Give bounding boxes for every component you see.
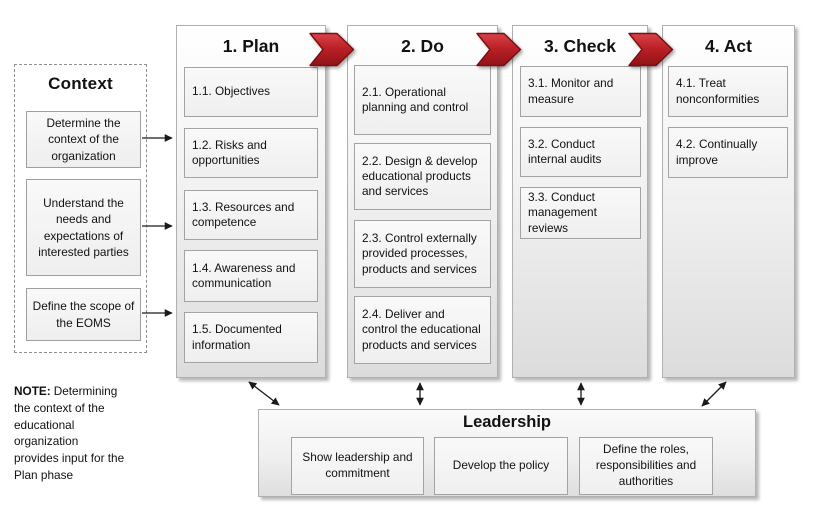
leadership-connector-plan <box>248 381 280 406</box>
item-label: Define the roles, responsibilities and a… <box>595 442 697 488</box>
note-line: Plan phase <box>14 467 74 482</box>
item-label: 1.2. Risks and opportunities <box>192 137 267 167</box>
note-text: NOTE:Determining the context of the educ… <box>14 383 174 484</box>
item-label: 4.1. Treat nonconformities <box>676 76 760 106</box>
item-label: Develop the policy <box>452 458 550 473</box>
leadership-item-show-leadership: Show leadership and commitment <box>291 437 424 495</box>
leadership-title: Leadership <box>462 413 552 431</box>
leadership-panel: Leadership Show leadership and commitmen… <box>258 409 756 497</box>
item-label: 3.2. Conduct internal audits <box>528 136 602 166</box>
context-item-define-scope: Define the scope of the EOMS <box>26 288 141 341</box>
item-label: 1.1. Objectives <box>192 84 271 99</box>
note-line: educational <box>14 417 75 432</box>
item-label: 3.3. Conduct management reviews <box>528 190 597 235</box>
check-item-monitor-measure: 3.1. Monitor and measure <box>520 66 641 117</box>
column-act-title: 4. Act <box>704 36 752 56</box>
item-label: 4.2. Continually improve <box>676 137 758 167</box>
column-check-title: 3. Check <box>544 36 616 56</box>
item-label: 1.4. Awareness and communication <box>192 260 296 290</box>
plan-item-objectives: 1.1. Objectives <box>184 67 318 117</box>
leadership-item-define-roles: Define the roles, responsibilities and a… <box>579 437 713 495</box>
item-label: 1.3. Resources and competence <box>192 199 295 229</box>
item-label: 3.1. Monitor and measure <box>528 76 614 106</box>
act-item-treat-nonconformities: 4.1. Treat nonconformities <box>668 66 788 117</box>
arrow-right-icon-do-to-check <box>476 32 522 67</box>
plan-item-resources-competence: 1.3. Resources and competence <box>184 190 318 240</box>
do-item-design-develop: 2.2. Design & develop educational produc… <box>354 143 491 210</box>
plan-item-awareness-communication: 1.4. Awareness and communication <box>184 250 318 302</box>
item-label: 1.5. Documented information <box>192 322 282 352</box>
note-label: NOTE: <box>14 384 51 398</box>
note-line: the context of the <box>14 400 105 415</box>
context-item-determine-context: Determine the context of the organizatio… <box>26 111 141 168</box>
arrow-right-icon-plan-to-do <box>309 32 355 67</box>
act-item-continually-improve: 4.2. Continually improve <box>668 127 788 178</box>
note-line: organization <box>14 434 79 449</box>
arrow-right-icon-check-to-act <box>628 32 674 67</box>
context-item-label: Understand the needs and expectations of… <box>38 195 129 259</box>
plan-item-documented-information: 1.5. Documented information <box>184 312 318 363</box>
item-label: Show leadership and commitment <box>302 450 413 480</box>
item-label: 2.2. Design & develop educational produc… <box>362 153 478 199</box>
context-item-label: Define the scope of the EOMS <box>32 299 135 330</box>
leadership-connector-act <box>701 381 727 407</box>
context-item-label: Determine the context of the organizatio… <box>46 116 121 163</box>
do-item-operational-planning: 2.1. Operational planning and control <box>354 65 491 135</box>
plan-item-risks-opportunities: 1.2. Risks and opportunities <box>184 128 318 178</box>
check-item-management-reviews: 3.3. Conduct management reviews <box>520 187 641 239</box>
item-label: 2.3. Control externally provided process… <box>362 231 477 276</box>
do-item-deliver-control: 2.4. Deliver and control the educational… <box>354 296 491 364</box>
do-item-control-externally-provided: 2.3. Control externally provided process… <box>354 220 491 288</box>
note-line: provides input for the <box>14 451 125 465</box>
note-line: NOTE:Determining <box>14 383 174 400</box>
column-plan-title: 1. Plan <box>222 36 280 56</box>
item-label: 2.4. Deliver and control the educational… <box>362 307 481 352</box>
context-title: Context <box>48 74 113 93</box>
leadership-item-develop-policy: Develop the policy <box>434 437 568 495</box>
item-label: 2.1. Operational planning and control <box>362 84 469 114</box>
context-item-understand-needs: Understand the needs and expectations of… <box>26 179 141 276</box>
context-panel: Context Determine the context of the org… <box>14 64 147 353</box>
note-line-rest: Determining <box>53 384 118 398</box>
check-item-internal-audits: 3.2. Conduct internal audits <box>520 127 641 177</box>
column-do-title: 2. Do <box>401 36 444 56</box>
